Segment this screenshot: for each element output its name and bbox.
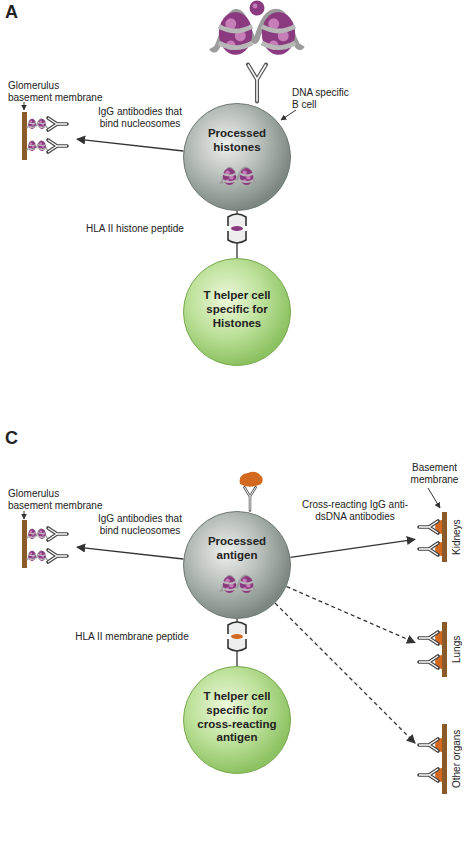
callout-label: DNA specific B cell xyxy=(292,87,354,111)
tcr-molecule xyxy=(228,639,246,651)
membrane-label: Glomerulus basement membrane xyxy=(8,80,105,104)
b-cell-receptor xyxy=(248,65,266,102)
hla-tcr-synapse xyxy=(228,214,246,243)
lung-membrane: Lungs xyxy=(410,612,474,682)
cell-body xyxy=(184,259,291,366)
antibody-symbol xyxy=(48,528,67,540)
kidney-membrane: Basement membraneKidneys xyxy=(395,462,474,572)
antibody-symbol xyxy=(419,656,438,668)
pointer-arrow xyxy=(24,511,25,519)
tcr-molecule xyxy=(228,231,246,243)
pointer-arrow xyxy=(24,102,25,110)
histone-highlight xyxy=(253,4,258,9)
histone-ball xyxy=(250,1,265,16)
nucleosome xyxy=(27,529,48,539)
organ-immune-complex xyxy=(419,520,442,556)
organ-immune-complex xyxy=(419,631,442,669)
antibody-arrow xyxy=(290,539,415,557)
membrane-bar xyxy=(22,112,77,160)
synapse-link xyxy=(236,211,237,258)
antigen-blob xyxy=(240,472,263,487)
edge-label: IgG antibodies that bind nucleosomes xyxy=(95,106,185,130)
membrane-bar xyxy=(415,512,447,562)
peptide xyxy=(231,226,243,231)
cell-body xyxy=(184,512,291,619)
antibody-symbol xyxy=(419,632,438,644)
antigen-deposit xyxy=(435,631,442,645)
organ-label: Other organs xyxy=(451,724,466,794)
cell-outline xyxy=(183,103,291,211)
membrane-label: Basement membrane xyxy=(395,462,474,486)
edge-label: HLA II histone peptide xyxy=(80,223,190,235)
antigen-deposit xyxy=(435,655,442,669)
nucleosome-chain xyxy=(212,12,303,55)
cell-label: T helper cell specific for Histones xyxy=(193,289,281,330)
antibody-symbol xyxy=(419,769,438,781)
cell-label: T helper cell specific for cross-reactin… xyxy=(193,690,281,745)
antigen-deposit xyxy=(435,520,442,534)
antigen-deposit xyxy=(435,738,442,752)
antibody-symbol xyxy=(48,550,67,562)
antigen-deposit xyxy=(435,768,442,782)
membrane-bar xyxy=(22,520,77,568)
t-helper-cell: T helper cell specific for Histones xyxy=(183,258,291,366)
hla-tcr-synapse xyxy=(228,622,246,651)
antibody-symbol xyxy=(419,521,438,533)
membrane-label: Glomerulus basement membrane xyxy=(8,488,105,512)
synapse-link xyxy=(236,619,237,666)
panel-letter: A xyxy=(5,2,18,24)
antibody-symbol xyxy=(48,140,67,152)
antibody-arrow xyxy=(77,139,183,151)
edge-label: IgG antibodies that bind nucleosomes xyxy=(95,513,185,537)
nucleosome xyxy=(27,141,48,151)
cell-outline xyxy=(183,511,291,619)
b-cell: Processed antigen xyxy=(183,511,291,619)
cell-label: Processed antigen xyxy=(197,535,277,563)
cell-body xyxy=(184,667,291,774)
dashed-arrow xyxy=(275,603,415,743)
organ-label: Lungs xyxy=(451,622,466,677)
pointer-arrow xyxy=(428,488,440,508)
antibody-symbol xyxy=(419,543,438,555)
organ-immune-complex xyxy=(419,738,442,782)
edge-label: Cross-reacting IgG anti-dsDNA antibodies xyxy=(300,499,410,523)
organ-label: Kidneys xyxy=(451,512,466,562)
membrane-bar xyxy=(415,622,447,677)
antibody-symbol xyxy=(419,739,438,751)
nucleosome xyxy=(27,551,48,561)
nucleosome-illustration xyxy=(212,1,303,55)
peptide xyxy=(231,634,243,639)
cell-body xyxy=(184,104,291,211)
t-helper-cell: T helper cell specific for cross-reactin… xyxy=(183,666,291,774)
pointer-arrow xyxy=(281,110,296,120)
panel-letter: C xyxy=(5,428,18,450)
cell-label: Processed histones xyxy=(197,127,277,155)
edge-label: HLA II membrane peptide xyxy=(72,631,192,643)
bound-immune-complex xyxy=(27,118,67,152)
antibody-symbol xyxy=(48,118,67,130)
organ-membrane: Other organs xyxy=(410,712,474,807)
b-cell-receptor xyxy=(244,487,255,510)
hla-molecule xyxy=(228,622,246,634)
bound-immune-complex xyxy=(27,528,67,562)
b-cell: Processed histones xyxy=(183,103,291,211)
nucleosome xyxy=(27,119,48,129)
antibody-arrow xyxy=(77,547,183,559)
antigen-deposit xyxy=(435,542,442,556)
hla-molecule xyxy=(228,214,246,226)
membrane-bar xyxy=(415,724,447,794)
